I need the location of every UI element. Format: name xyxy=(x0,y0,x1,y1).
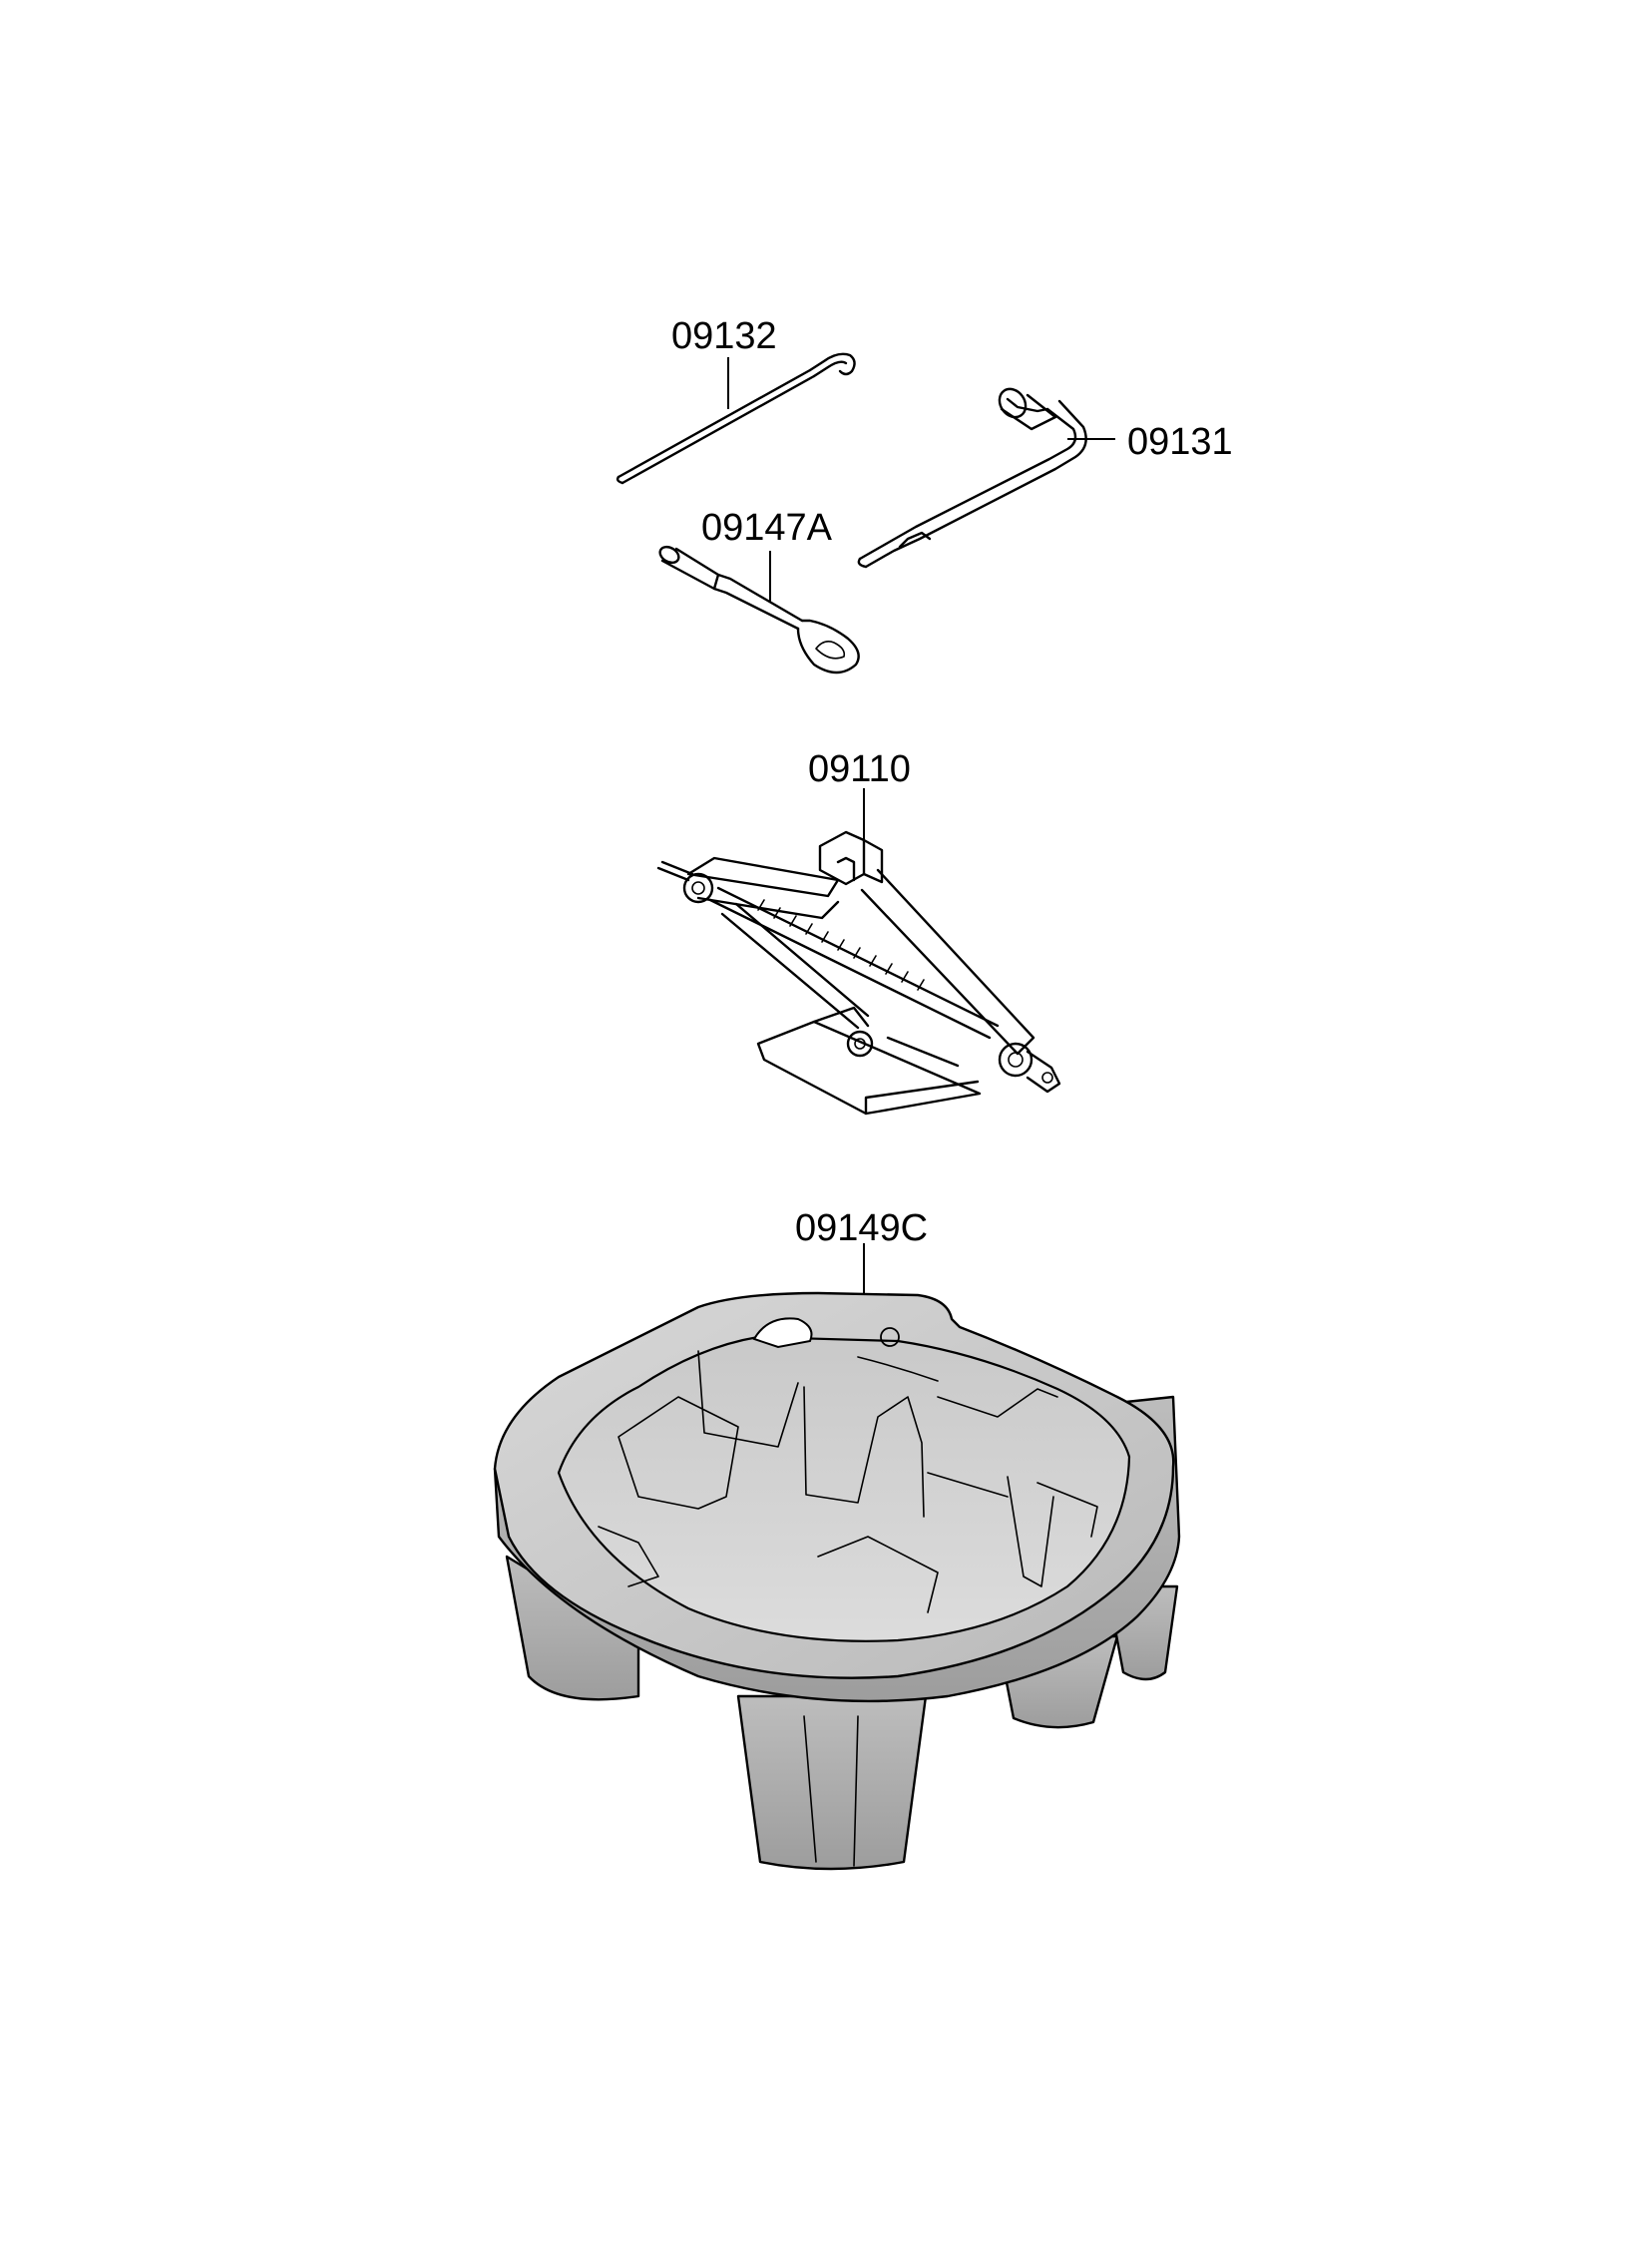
wheel-wrench-drawing xyxy=(857,387,1115,569)
tool-tray-drawing xyxy=(493,1243,1181,1871)
callout-09131: 09131 xyxy=(1127,421,1233,463)
callout-09110: 09110 xyxy=(808,748,911,790)
extension-bar-drawing xyxy=(616,352,856,485)
jack-handle-drawing xyxy=(658,545,860,675)
scissor-jack-drawing xyxy=(656,788,1061,1116)
callout-09149C: 09149C xyxy=(795,1207,929,1249)
callout-09147A: 09147A xyxy=(701,507,833,549)
callout-09132: 09132 xyxy=(671,315,777,357)
